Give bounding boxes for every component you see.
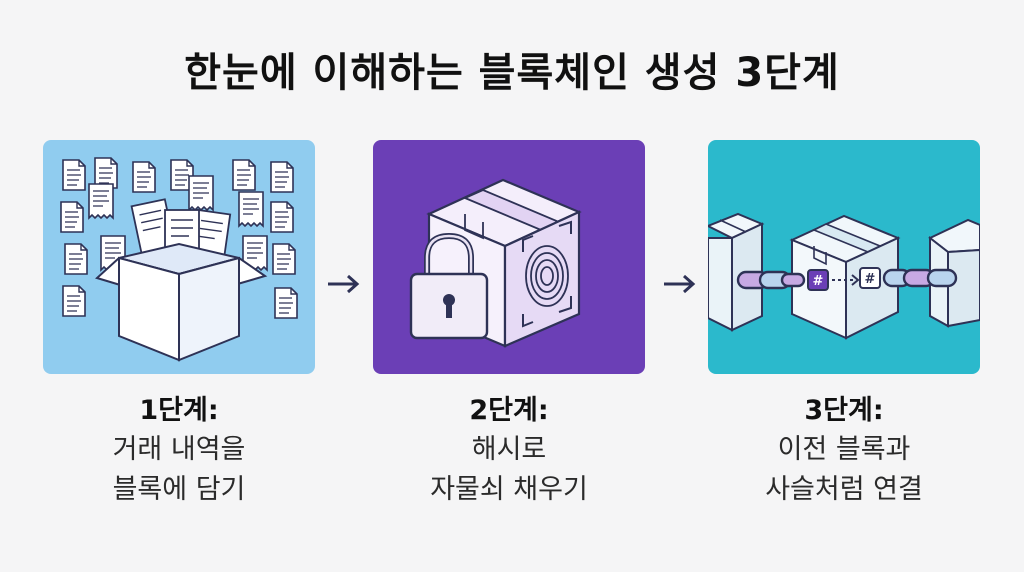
step1-line1: 거래 내역을 <box>112 434 246 465</box>
step1-caption: 1단계: 거래 내역을 블록에 담기 <box>19 392 339 510</box>
step3-line2: 사슬처럼 연결 <box>765 474 923 505</box>
page-title: 한눈에 이해하는 블록체인 생성 3단계 <box>184 50 840 96</box>
step3-line1: 이전 블록과 <box>777 434 911 465</box>
step3-label: 3단계: <box>804 395 884 426</box>
step1-line2: 블록에 담기 <box>112 474 246 505</box>
step1-label: 1단계: <box>139 395 219 426</box>
chained-blocks-icon: # # <box>708 212 980 340</box>
hash-label-left: # <box>813 274 824 289</box>
step3-caption: 3단계: 이전 블록과 사슬처럼 연결 <box>684 392 1004 510</box>
arrow-right-icon <box>664 274 696 294</box>
hash-label-right: # <box>865 272 876 287</box>
box-with-padlock-and-fingerprint-icon <box>409 178 582 348</box>
step2-illustration <box>373 140 645 374</box>
step2-line1: 해시로 <box>471 434 547 465</box>
box-with-documents-icon <box>60 157 298 362</box>
step2-line2: 자물쇠 채우기 <box>430 474 588 505</box>
step3-illustration: # # <box>708 140 980 374</box>
step2-label: 2단계: <box>469 395 549 426</box>
arrow-right-icon <box>328 274 360 294</box>
step2-caption: 2단계: 해시로 자물쇠 채우기 <box>349 392 669 510</box>
step1-illustration <box>43 140 315 374</box>
